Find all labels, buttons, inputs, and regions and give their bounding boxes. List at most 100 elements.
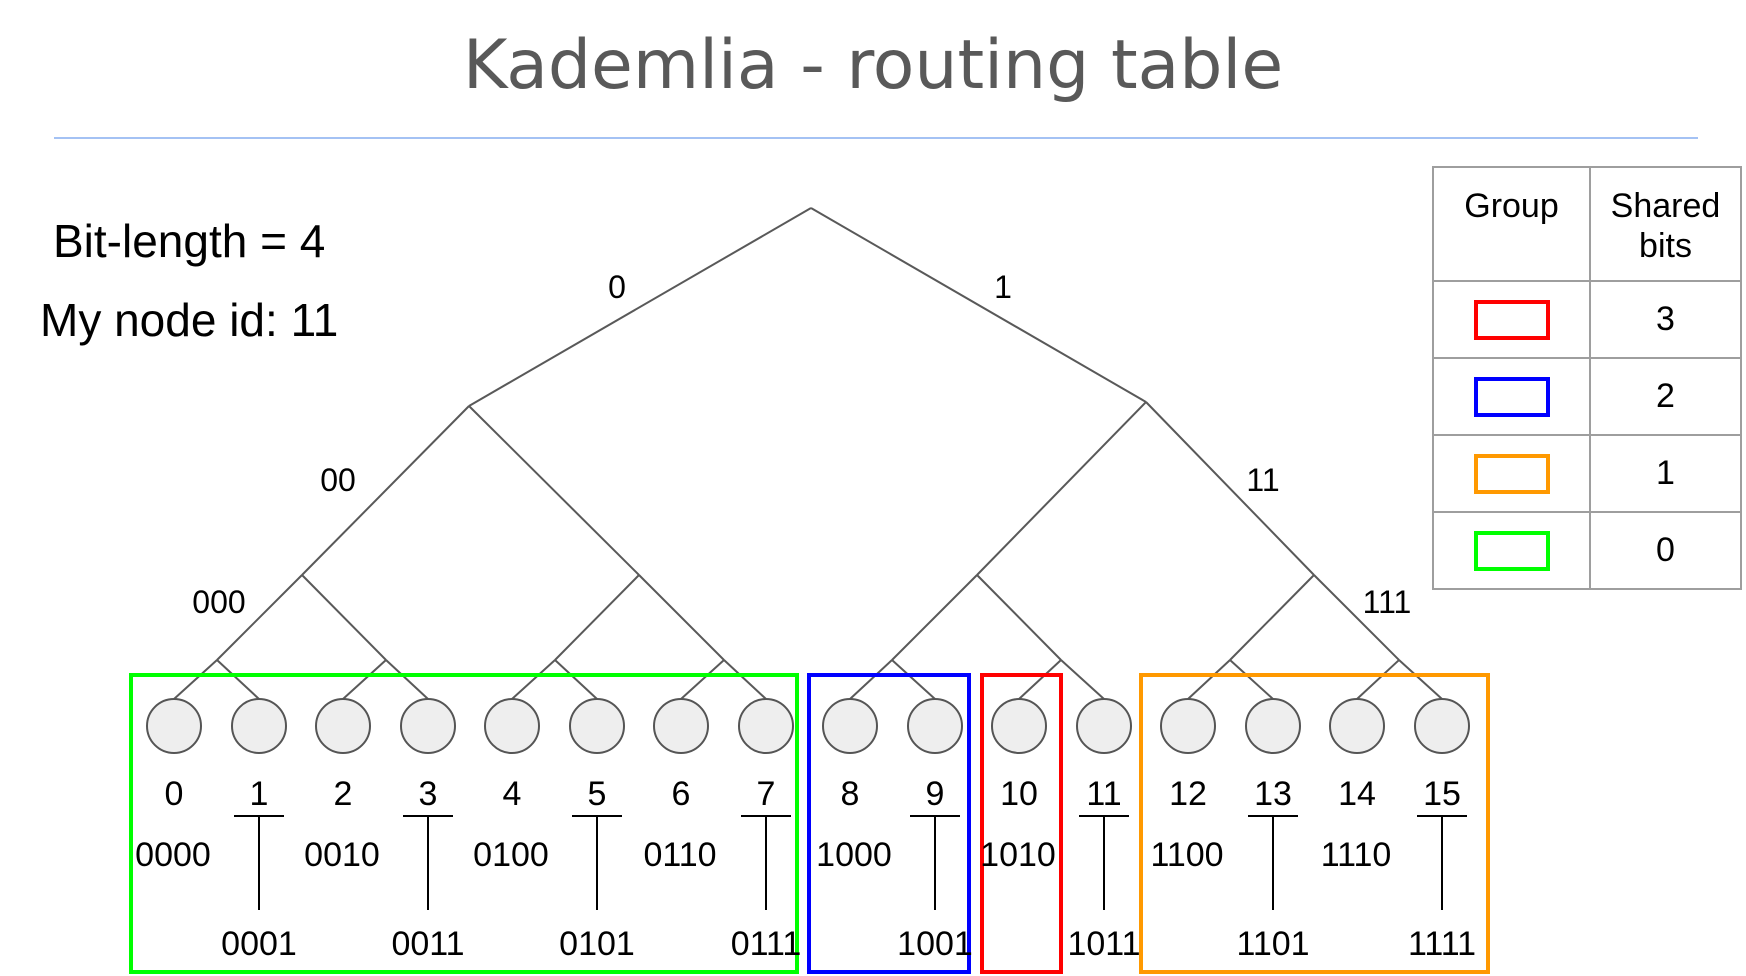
leaf-decimal-label: 5	[588, 775, 607, 813]
tree-edge	[554, 574, 640, 661]
leaf-decimal-label: 1	[250, 775, 269, 813]
edge-label-111: 111	[1363, 584, 1412, 620]
leaf-node-circle	[315, 698, 371, 754]
tree-edge	[1018, 659, 1062, 700]
leaf-binary-label: 0010	[304, 836, 380, 874]
tree-edge	[1145, 401, 1315, 576]
tree-edge	[301, 405, 470, 576]
legend-shared-bits-value: 1	[1589, 434, 1742, 513]
leaf-decimal-label: 10	[1000, 775, 1038, 813]
title-divider	[54, 137, 1698, 139]
leaf-node-circle	[1329, 698, 1385, 754]
group-box-red	[980, 673, 1063, 974]
leaf-decimal-label: 3	[419, 775, 438, 813]
leaf-decimal-label: 8	[841, 775, 860, 813]
group-boxes	[129, 673, 1490, 974]
tree-edge	[301, 574, 387, 661]
leaf-node-circle	[400, 698, 456, 754]
tree-edge	[1313, 574, 1400, 661]
leaf-decimal-label: 15	[1423, 775, 1461, 813]
leaf-binary-label: 1110	[1321, 836, 1392, 874]
leaf-decimal-label: 13	[1254, 775, 1292, 813]
group-box-green	[129, 673, 799, 974]
leaf-decimal-label: 4	[503, 775, 522, 813]
tree-edge	[554, 659, 598, 700]
legend-swatch	[1473, 300, 1550, 340]
leaf-binary-label: 1010	[980, 836, 1056, 874]
tree-edge	[511, 659, 556, 700]
leaf-nodes	[146, 698, 1470, 754]
edge-label-000: 000	[192, 584, 245, 620]
leaf-node-circle	[569, 698, 625, 754]
tree-edge	[385, 659, 429, 700]
leaf-decimal-label: 11	[1086, 775, 1121, 813]
legend-swatch	[1473, 377, 1550, 417]
tree-edge	[1187, 659, 1231, 700]
tree-edge	[680, 659, 725, 700]
tree-edge	[468, 207, 812, 407]
tree-edge	[891, 659, 936, 700]
tree-edge	[216, 659, 260, 700]
leaf-binary-label: 0000	[135, 836, 211, 874]
group-box-orange	[1139, 673, 1490, 974]
legend-swatch	[1473, 454, 1550, 494]
leaf-binary-label: 0100	[473, 836, 549, 874]
leaf-node-circle	[991, 698, 1047, 754]
legend-row: 3	[1432, 280, 1742, 359]
tree-edges	[173, 207, 1443, 700]
edge-label-0: 0	[608, 269, 626, 305]
tree-edge	[1398, 659, 1443, 700]
slide-title: Kademlia - routing table	[462, 26, 1284, 105]
node-id-label: My node id: 11	[40, 294, 339, 346]
leaf-binary-label: 0110	[643, 836, 716, 874]
tree-edge	[810, 207, 1147, 403]
leaf-node-circle	[907, 698, 963, 754]
leaf-node-circle	[1076, 698, 1132, 754]
leaf-node-circle	[822, 698, 878, 754]
leaf-decimal-label: 9	[926, 775, 945, 813]
edge-label-1: 1	[994, 269, 1012, 305]
leaf-binary-label: 0101	[559, 925, 635, 963]
tree-edge	[216, 574, 303, 661]
tree-edge	[976, 574, 1062, 661]
tree-edge	[849, 659, 893, 700]
legend-row: 2	[1432, 357, 1742, 436]
tree-edge	[1229, 574, 1315, 661]
leaf-decimal-label: 14	[1338, 775, 1376, 813]
bit-length-label: Bit-length = 4	[53, 215, 326, 267]
leaf-node-circle	[738, 698, 794, 754]
leaf-node-circle	[146, 698, 202, 754]
leaf-decimal-label: 6	[672, 775, 691, 813]
binary-connectors	[234, 815, 1467, 910]
leaf-node-circle	[484, 698, 540, 754]
leaf-binary-label: 1101	[1236, 925, 1309, 963]
leaf-binary-label: 1100	[1150, 836, 1223, 874]
group-box-blue	[807, 673, 971, 974]
tree-edge	[1060, 659, 1105, 700]
leaf-decimal-label: 2	[334, 775, 353, 813]
tree-edge	[1356, 659, 1400, 700]
legend-swatch	[1473, 531, 1550, 571]
tree-edge	[638, 574, 725, 661]
leaf-binary-label: 0111	[731, 925, 802, 963]
leaf-decimal-label: 7	[757, 775, 776, 813]
leaf-node-circle	[1414, 698, 1470, 754]
leaf-binary-label: 1011	[1067, 925, 1140, 963]
legend-shared-bits-value: 2	[1589, 357, 1742, 436]
leaf-node-circle	[1245, 698, 1301, 754]
tree-edge	[976, 401, 1147, 576]
tree-edge	[342, 659, 387, 700]
leaf-binary-label: 1001	[897, 925, 973, 963]
leaf-binary-label: 1111	[1408, 925, 1476, 963]
leaf-node-circle	[1160, 698, 1216, 754]
leaf-decimal-label: 12	[1169, 775, 1207, 813]
leaf-binary-label: 0001	[221, 925, 297, 963]
edge-label-00: 00	[320, 462, 356, 498]
edge-label-11: 11	[1246, 462, 1279, 498]
tree-edge	[173, 659, 218, 700]
legend-row: 0	[1432, 511, 1742, 590]
leaf-binary-label: 0011	[391, 925, 464, 963]
